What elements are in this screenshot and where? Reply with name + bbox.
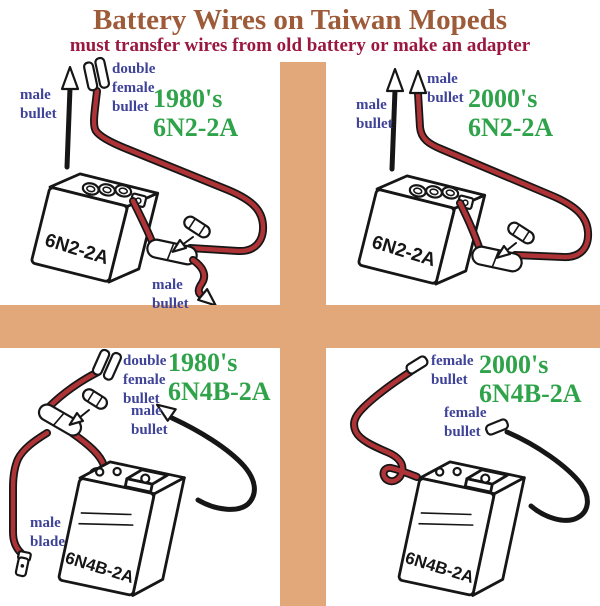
era-model-label: 2000's 6N2-2A — [468, 84, 553, 143]
negative-wire — [169, 415, 257, 512]
fuse-holder — [37, 403, 83, 437]
fuse-pointer-arrow-icon — [68, 411, 85, 426]
label-double-female-bullet: double female bullet — [112, 61, 156, 115]
era-text: 2000's — [468, 84, 538, 113]
page-subtitle: must transfer wires from old battery or … — [69, 35, 531, 56]
battery-6n2-drawing: 6N2-2A — [357, 174, 487, 286]
double-female-bullet-icon — [82, 56, 111, 92]
positive-wire — [47, 369, 101, 409]
era-model-label: 1980's 6N2-2A — [153, 84, 238, 143]
quadrant-1980s-6n4b-drawing: 6N4B-2A — [9, 348, 257, 597]
era-text: 2000's — [479, 350, 549, 379]
negative-wire — [389, 87, 398, 172]
label-female-bullet: female bullet — [431, 353, 474, 388]
label-female-bullet: female bullet — [444, 405, 487, 440]
label-male-bullet: male bullet — [20, 87, 57, 122]
label-male-bullet: male bullet — [356, 97, 393, 132]
blade-wire — [10, 430, 50, 556]
fuse-icon — [81, 388, 109, 410]
double-female-bullet-icon — [91, 348, 123, 381]
male-blade-icon — [14, 550, 32, 578]
label-male-bullet: male bullet — [131, 403, 168, 438]
fuse-pointer-arrow-icon — [171, 238, 188, 253]
female-bullet-icon — [484, 418, 509, 436]
male-bullet-arrow-icon — [60, 65, 80, 91]
battery-6n2-drawing: 6N2-2A — [30, 172, 160, 284]
negative-wire — [504, 429, 590, 523]
page-title: Battery Wires on Taiwan Mopeds — [92, 4, 508, 36]
male-bullet-arrow-icon — [408, 69, 428, 95]
quadrant-2000s-6n4b-drawing: 6N4B-2A — [350, 355, 590, 597]
label-male-bullet: male bullet — [427, 71, 464, 106]
model-text: 6N4B-2A — [479, 379, 582, 408]
label-male-blade: male blade — [30, 515, 66, 550]
era-text: 1980's — [168, 348, 238, 377]
male-bullet-end-icon — [155, 403, 177, 422]
divider-horizontal — [0, 305, 600, 348]
model-text: 6N2-2A — [153, 113, 239, 142]
era-text: 1980's — [153, 84, 223, 113]
male-bullet-arrow-icon — [385, 67, 405, 93]
quadrant-2000s-6n2-drawing: 6N2-2A — [357, 67, 593, 286]
female-bullet-icon — [405, 355, 429, 375]
positive-wire — [415, 90, 591, 260]
model-text: 6N4B-2A — [168, 377, 271, 406]
label-male-bullet: male bullet — [152, 277, 189, 312]
fuse-holder — [471, 245, 523, 273]
fuse-icon — [183, 215, 211, 239]
era-model-label: 1980's 6N4B-2A — [168, 348, 271, 407]
battery-6n4b-drawing: 6N4B-2A — [57, 460, 186, 597]
positive-wire — [91, 88, 266, 254]
battery-6n4b-drawing: 6N4B-2A — [397, 460, 526, 597]
fuse-icon — [507, 221, 535, 245]
model-text: 6N2-2A — [468, 113, 554, 142]
positive-wire — [351, 369, 420, 484]
label-double-female-bullet: double female bullet — [123, 353, 167, 407]
quadrant-1980s-6n2-drawing: 6N2-2A — [30, 56, 268, 305]
fuse-pointer-arrow-icon — [495, 244, 512, 259]
output-wire — [190, 257, 207, 299]
negative-wire — [64, 85, 73, 170]
era-model-label: 2000's 6N4B-2A — [479, 350, 582, 409]
male-bullet-end-icon — [197, 288, 217, 305]
